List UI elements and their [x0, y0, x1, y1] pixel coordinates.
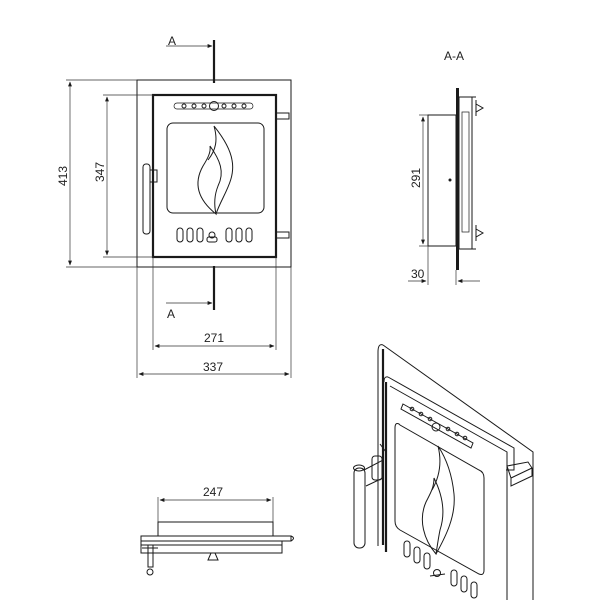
- dim-outer-height: 413: [56, 166, 70, 186]
- door-handle: [142, 163, 158, 235]
- dim-bottom-width: 247: [203, 485, 223, 499]
- dim-section-height: 291: [409, 168, 423, 188]
- isometric-view: [353, 344, 534, 600]
- flame-icon: [197, 145, 222, 216]
- section-view: A-A 291 30: [408, 49, 485, 285]
- dim-inner-width: 271: [204, 331, 224, 345]
- dim-inner-height: 347: [93, 162, 107, 182]
- section-marker-top: A: [168, 34, 176, 48]
- front-view: A A 413 347 271 337: [56, 34, 292, 378]
- section-marker-bottom: A: [167, 307, 175, 321]
- hinge-top: [275, 112, 290, 120]
- top-air-slider: [173, 101, 254, 111]
- hinge-bottom: [275, 231, 290, 239]
- bottom-air-slots: [176, 227, 253, 243]
- iso-handle: [353, 443, 387, 549]
- bottom-view: 247: [140, 485, 294, 576]
- section-title: A-A: [444, 49, 464, 63]
- dim-outer-width: 337: [203, 360, 223, 374]
- dim-section-depth: 30: [411, 267, 425, 281]
- outer-frame: [136, 79, 292, 268]
- iso-hinge: [506, 461, 533, 487]
- door-panel: [151, 93, 278, 259]
